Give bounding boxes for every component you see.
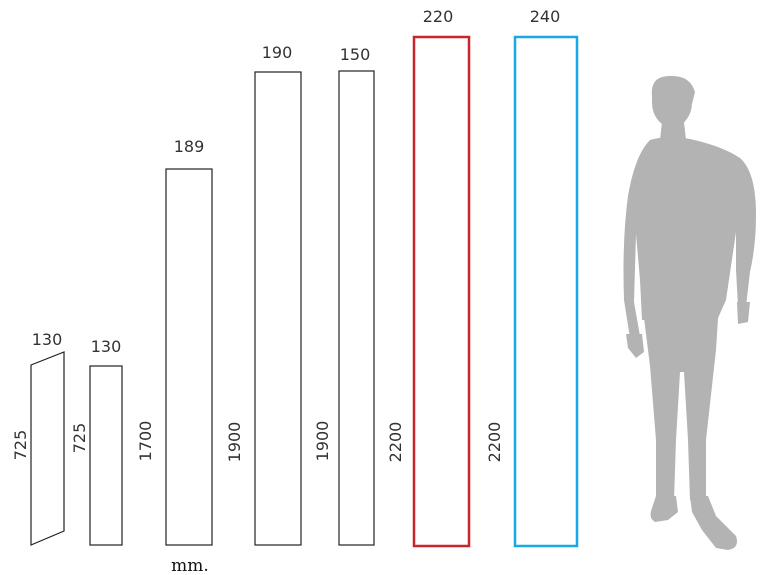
panel-4-height-label: 1900 [225, 422, 244, 463]
panel-5-width-label: 150 [340, 45, 371, 64]
panel-4-outline [254, 71, 302, 546]
panel-5-outline [338, 70, 375, 546]
panel-3: 189 1700 [136, 137, 213, 546]
panel-2-outline [89, 365, 123, 546]
person-silhouette-icon [623, 75, 756, 550]
panel-1-width-label: 130 [32, 330, 63, 349]
panel-7: 240 2200 [485, 7, 579, 548]
panel-7-height-label: 2200 [485, 422, 504, 463]
panel-7-outline [513, 35, 579, 548]
panel-2-width-label: 130 [91, 337, 122, 356]
panel-5: 150 1900 [313, 45, 375, 546]
panel-2: 130 725 [70, 337, 123, 546]
panel-4: 190 1900 [225, 43, 302, 546]
panel-3-outline [165, 168, 213, 546]
panel-5-height-label: 1900 [313, 421, 332, 462]
panel-4-width-label: 190 [262, 43, 293, 62]
panel-7-width-label: 240 [530, 7, 561, 26]
panel-1: 130 725 [11, 330, 65, 546]
panel-1-height-label: 725 [11, 430, 30, 461]
panel-3-height-label: 1700 [136, 421, 155, 462]
panel-6-height-label: 2200 [386, 422, 405, 463]
panel-2-height-label: 725 [70, 423, 89, 454]
panel-6: 220 2200 [386, 7, 471, 548]
unit-label: mm. [171, 556, 209, 575]
panel-3-width-label: 189 [174, 137, 205, 156]
panel-6-width-label: 220 [423, 7, 454, 26]
panel-6-outline [412, 35, 471, 548]
panel-1-outline [30, 351, 65, 546]
